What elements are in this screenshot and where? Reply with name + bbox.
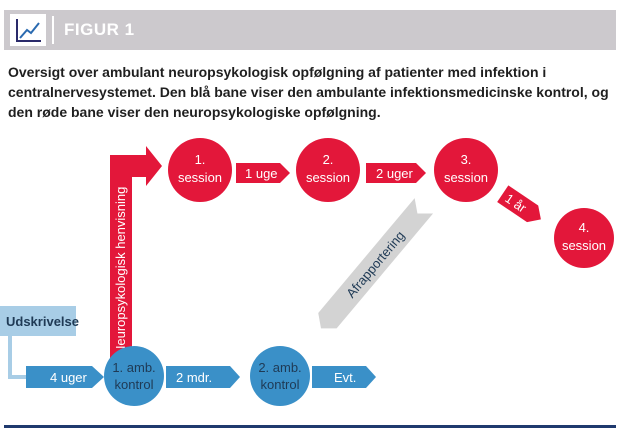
- report-arrow: Afrapportering: [318, 198, 434, 329]
- referral-arrow: [110, 146, 162, 360]
- header-divider: [52, 16, 54, 44]
- interval-arrow-2-mdr: [166, 366, 240, 388]
- interval-arrow-evt: [312, 366, 376, 388]
- session-4-label: session: [562, 238, 606, 253]
- session-4-number: 4.: [579, 220, 590, 235]
- amb-control-2-line1: 2. amb.: [258, 360, 301, 375]
- session-4: [554, 208, 614, 268]
- interval-label-2-mdr: 2 mdr.: [176, 370, 212, 385]
- session-1-number: 1.: [195, 152, 206, 167]
- interval-label-2-uger: 2 uger: [376, 166, 414, 181]
- session-2: [296, 138, 360, 202]
- figure-title: FIGUR 1: [64, 20, 135, 39]
- amb-control-2-line2: kontrol: [260, 377, 299, 392]
- figure-caption: Oversigt over ambulant neuropsykologisk …: [8, 64, 609, 120]
- session-1: [168, 138, 232, 202]
- amb-control-2: [250, 346, 310, 406]
- amb-control-1-line1: 1. amb.: [112, 360, 155, 375]
- interval-arrow-1-uge: [236, 163, 290, 183]
- amb-control-1-line2: kontrol: [114, 377, 153, 392]
- discharge-connector: [8, 336, 26, 379]
- report-label: Afrapportering: [343, 228, 407, 301]
- interval-label-1-uge: 1 uge: [245, 166, 278, 181]
- discharge-box: [0, 306, 76, 336]
- referral-label: Neuropsykologisk henvisning: [113, 187, 128, 355]
- discharge-label: Udskrivelse: [6, 314, 79, 329]
- session-1-label: session: [178, 170, 222, 185]
- interval-arrow-2-uger: [366, 163, 426, 183]
- line-chart-icon: [10, 14, 46, 46]
- session-3-label: session: [444, 170, 488, 185]
- session-3: [434, 138, 498, 202]
- interval-label-evt: Evt.: [334, 370, 356, 385]
- interval-arrow-4-uger: [26, 366, 104, 388]
- session-2-label: session: [306, 170, 350, 185]
- interval-label-4-uger: 4 uger: [50, 370, 88, 385]
- footer-rule: [4, 425, 616, 428]
- session-3-number: 3.: [461, 152, 472, 167]
- amb-control-1: [104, 346, 164, 406]
- figure-header: FIGUR 1: [4, 10, 616, 50]
- interval-arrow-1-aar: 1 år: [497, 185, 541, 223]
- session-2-number: 2.: [323, 152, 334, 167]
